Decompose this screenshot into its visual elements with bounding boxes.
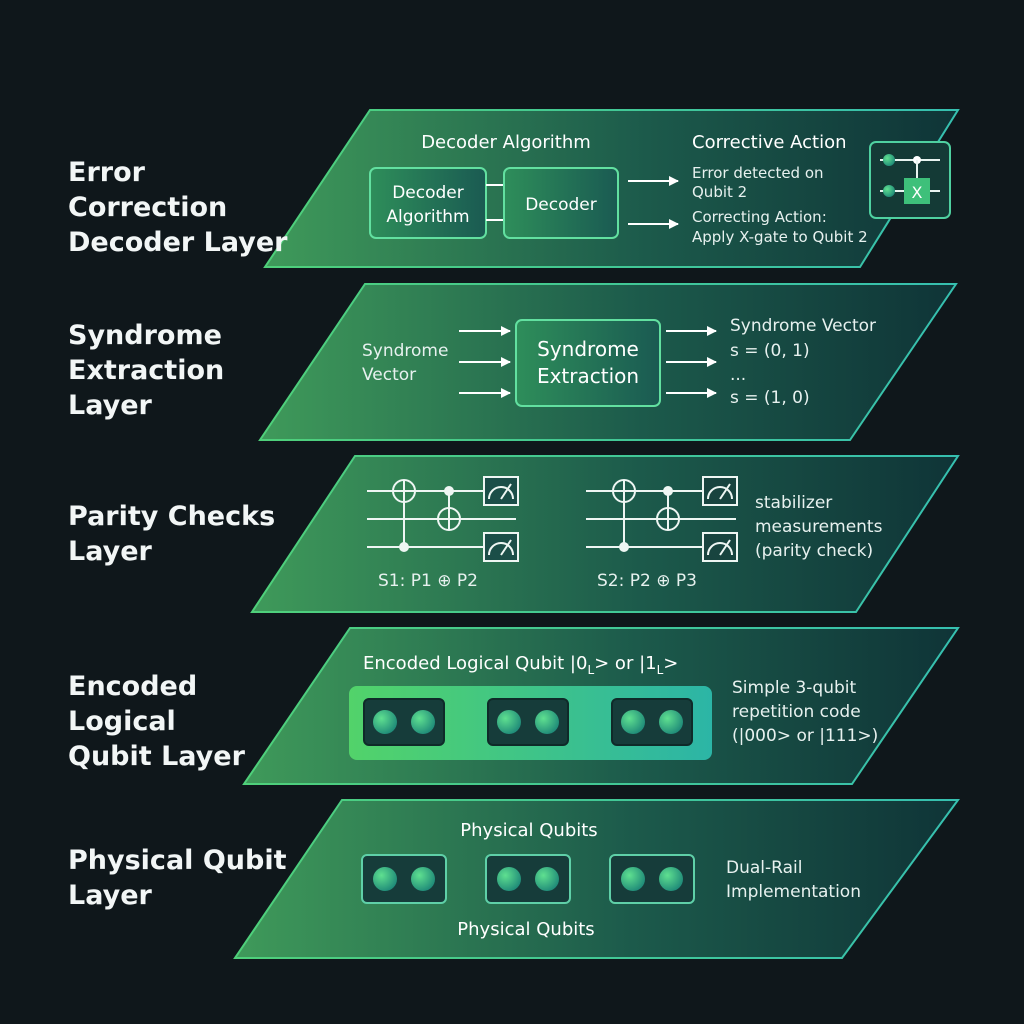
- decoder-algorithm-box-line2: Algorithm: [386, 207, 469, 227]
- qubit-pair: [485, 854, 571, 904]
- physical-note-line2: Implementation: [726, 882, 861, 902]
- physical-plate: [233, 799, 960, 959]
- layer-label-syndrome: Syndrome Extraction Layer: [68, 318, 308, 423]
- physical-layer: Physical Qubits Physical Qubits Dual-Rai…: [233, 799, 960, 959]
- layer-label-decoder: Error Correction Decoder Layer: [68, 155, 308, 260]
- correcting-action-line2: Apply X-gate to Qubit 2: [692, 228, 868, 246]
- layer-label-line1: Encoded Logical: [68, 671, 198, 737]
- syndrome-box-line1: Syndrome: [537, 337, 639, 361]
- meter-icon: [483, 476, 519, 506]
- syndrome-extraction-box: [515, 319, 661, 407]
- qubit-pair: [361, 854, 447, 904]
- physical-top-label: Physical Qubits: [460, 820, 597, 841]
- layer-label-line2: Extraction Layer: [68, 355, 225, 421]
- meter-icon: [702, 476, 738, 506]
- parity-note-line2: measurements: [755, 517, 883, 537]
- encoded-note-line2: repetition code: [732, 702, 861, 722]
- layer-label-line1: Error Correction: [68, 157, 228, 223]
- syndrome-input-line1: Syndrome: [362, 341, 448, 361]
- error-detected-line1: Error detected on: [692, 164, 824, 182]
- syndrome-input-line2: Vector: [362, 365, 416, 385]
- physical-note-line1: Dual-Rail: [726, 858, 802, 878]
- correcting-action-line1: Correcting Action:: [692, 208, 827, 226]
- qubit-pair: [487, 698, 569, 746]
- decoder-box: [503, 167, 619, 239]
- syndrome-vector-heading: Syndrome Vector: [730, 316, 876, 336]
- encoded-title: Encoded Logical Qubit |0L> or |1L>: [363, 653, 678, 677]
- layer-label-line1: Physical Qubit: [68, 845, 287, 876]
- syndrome-value-1: s = (0, 1): [730, 341, 810, 361]
- layer-label-line1: Parity Checks: [68, 501, 276, 532]
- layer-label-physical: Physical Qubit Layer: [68, 843, 308, 913]
- decoder-algorithm-box: [369, 167, 487, 239]
- syndrome-value-2: s = (1, 0): [730, 388, 810, 408]
- parity-layer: S1: P1 ⊕ P2 S2: P2 ⊕ P3 stabilizer: [250, 455, 960, 613]
- syndrome-box-line2: Extraction: [537, 364, 639, 388]
- layer-label-parity: Parity Checks Layer: [68, 499, 308, 569]
- corrective-action-heading: Corrective Action: [692, 132, 847, 153]
- physical-bottom-label: Physical Qubits: [457, 919, 594, 940]
- parity-s2-label: S2: P2 ⊕ P3: [597, 571, 697, 591]
- layer-label-line2: Decoder Layer: [68, 227, 288, 258]
- qubit-pair: [363, 698, 445, 746]
- error-detected-line2: Qubit 2: [692, 183, 747, 201]
- qubit-pair: [609, 854, 695, 904]
- x-gate-symbol: X: [912, 183, 923, 202]
- layer-label-line2: Qubit Layer: [68, 741, 245, 772]
- encoded-layer: Encoded Logical Qubit |0L> or |1L> Simpl…: [242, 627, 960, 785]
- parity-plate: [250, 455, 960, 613]
- layer-label-line2: Layer: [68, 880, 152, 911]
- encoded-note-line1: Simple 3-qubit: [732, 678, 856, 698]
- syndrome-ellipsis: ...: [730, 365, 746, 385]
- decoder-layer: Decoder Algorithm Decoder Algorithm Deco…: [263, 109, 960, 268]
- parity-s1-label: S1: P1 ⊕ P2: [378, 571, 478, 591]
- layer-label-line1: Syndrome: [68, 320, 222, 351]
- decoder-heading: Decoder Algorithm: [421, 132, 591, 153]
- decoder-algorithm-box-line1: Decoder: [392, 183, 464, 203]
- meter-icon: [483, 532, 519, 562]
- decoder-box-label: Decoder: [525, 195, 597, 215]
- encoded-note-line3: (|000> or |111>): [732, 726, 878, 746]
- parity-circuit-s1: [367, 479, 516, 552]
- parity-note-line3: (parity check): [755, 541, 873, 561]
- meter-icon: [702, 532, 738, 562]
- syndrome-layer: Syndrome Vector Syndrome Extraction Synd…: [258, 283, 958, 441]
- parity-note-line1: stabilizer: [755, 493, 832, 513]
- qubit-pair: [611, 698, 693, 746]
- layer-label-line2: Layer: [68, 536, 152, 567]
- parity-circuit-s2: [586, 479, 736, 552]
- layer-label-encoded: Encoded Logical Qubit Layer: [68, 669, 308, 774]
- x-gate-circuit-icon: X: [869, 141, 951, 219]
